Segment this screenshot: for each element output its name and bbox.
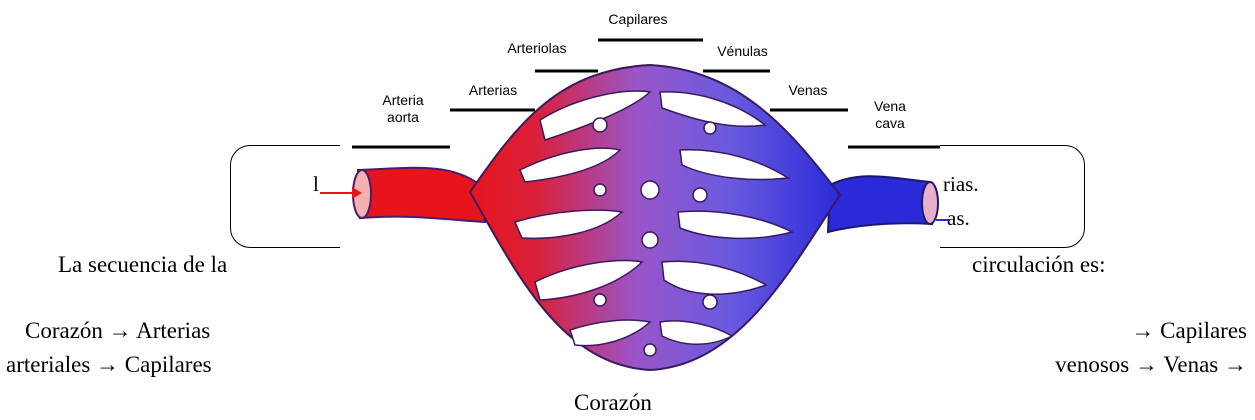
vessel-network-svg <box>300 0 960 415</box>
sequence-right-2: venosos → Venas → <box>1055 352 1247 378</box>
sequence-right-1: → Capilares <box>1131 318 1247 344</box>
label-vena-cava: Vena cava <box>845 98 935 132</box>
label-vena-cava-line2: cava <box>845 115 935 132</box>
label-vena-cava-line1: Vena <box>845 98 935 115</box>
paragraph-left: La secuencia de la <box>58 252 227 278</box>
label-venas: Venas <box>768 82 848 99</box>
sequence-left-1: Corazón → Arterias <box>25 318 210 344</box>
label-arterias: Arterias <box>448 82 538 99</box>
label-capilares: Capilares <box>598 11 678 28</box>
label-arteriolas: Arteriolas <box>492 40 582 57</box>
paragraph-right: circulación es: <box>972 252 1105 278</box>
label-arteria-aorta-line1: Arteria <box>358 92 448 109</box>
label-arteria-aorta: Arteria aorta <box>358 92 448 126</box>
sequence-left-2: arteriales → Capilares <box>6 352 212 378</box>
label-arteria-aorta-line2: aorta <box>358 109 448 126</box>
label-venulas: Vénulas <box>700 43 785 60</box>
circulation-diagram: Arteria aorta Arterias Arteriolas Capila… <box>300 0 960 415</box>
